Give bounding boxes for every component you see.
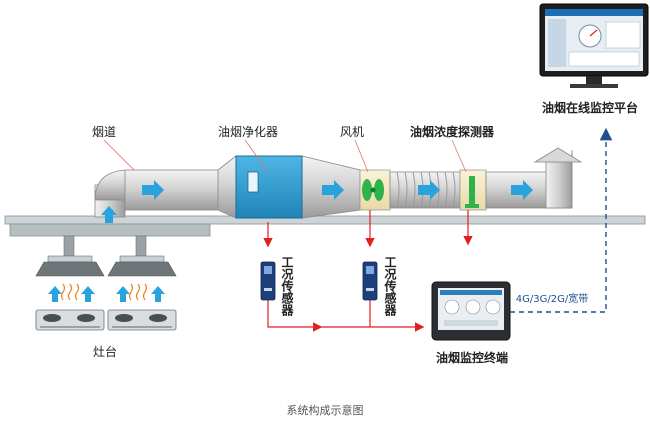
label-duct: 烟道 bbox=[92, 125, 116, 139]
condition-sensor-2 bbox=[362, 261, 378, 301]
stove-left bbox=[35, 309, 105, 331]
label-sensor-2: 工况传感器 bbox=[383, 256, 397, 317]
diagram-caption: 系统构成示意图 bbox=[287, 403, 364, 417]
label-purifier: 油烟净化器 bbox=[218, 125, 278, 139]
stove-right bbox=[107, 309, 177, 331]
airflow-arrow-icon bbox=[142, 180, 164, 200]
label-platform: 油烟在线监控平台 bbox=[542, 100, 638, 115]
duct bbox=[94, 147, 583, 219]
airflow-arrow-icon bbox=[511, 180, 533, 200]
label-leaders bbox=[103, 139, 467, 173]
airflow-arrow-icon bbox=[322, 180, 344, 200]
platform-monitor bbox=[539, 3, 649, 88]
airflow-arrows bbox=[101, 180, 533, 223]
condition-sensor-1 bbox=[260, 261, 276, 301]
hood-right bbox=[107, 235, 177, 277]
label-network: 4G/3G/2G/宽带 bbox=[516, 292, 588, 305]
fan-icon bbox=[362, 179, 384, 201]
ceiling-beam bbox=[4, 215, 646, 237]
monitoring-terminal bbox=[431, 281, 511, 341]
label-terminal: 油烟监控终端 bbox=[436, 350, 508, 365]
label-detector: 油烟浓度探测器 bbox=[410, 124, 495, 139]
airflow-arrow-icon bbox=[101, 206, 117, 223]
detector-probe-icon bbox=[465, 176, 479, 208]
network-link bbox=[510, 127, 613, 313]
hood-left bbox=[35, 235, 105, 277]
label-stove: 灶台 bbox=[93, 344, 117, 359]
airflow-arrow-icon bbox=[418, 180, 440, 200]
purifier-unit bbox=[235, 155, 303, 219]
smoke-rising-arrows bbox=[48, 283, 165, 302]
signal-lines bbox=[263, 210, 473, 332]
label-fan: 风机 bbox=[340, 125, 364, 139]
label-sensor-1: 工况传感器 bbox=[280, 256, 294, 317]
